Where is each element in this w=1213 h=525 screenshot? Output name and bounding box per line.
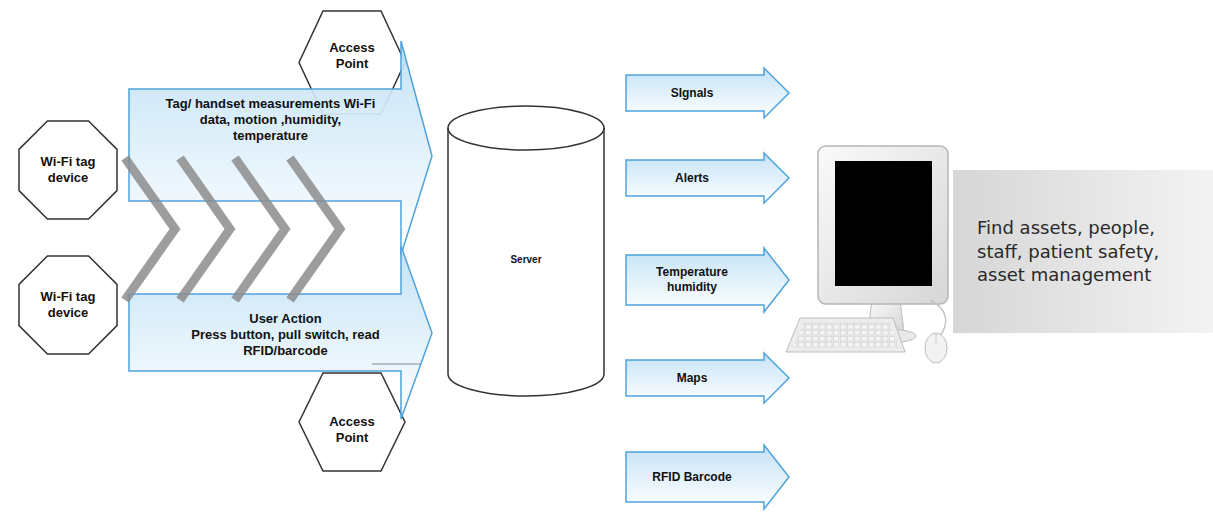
text-area: RFID Barcode — [633, 451, 751, 503]
output-arrow: Maps — [625, 352, 790, 404]
output-arrow: Temperature humidity — [625, 247, 790, 313]
leader-line — [372, 364, 420, 365]
summary-text: Find assets, people, staff, patient safe… — [977, 216, 1203, 286]
node-label: Alerts — [675, 171, 709, 186]
node-label: RFID Barcode — [652, 470, 731, 485]
text-area: Tag/ handset measurements Wi-Fi data, mo… — [163, 92, 378, 148]
chevron — [125, 158, 175, 300]
text-area: Find assets, people, staff, patient safe… — [977, 180, 1203, 323]
tag-device-octagon: Wi-Fi tag device — [18, 255, 118, 355]
node-label: Wi-Fi tag device — [26, 289, 110, 322]
node-label: Press button, pull switch, read RFID/bar… — [178, 327, 393, 360]
node-label: Access Point — [316, 414, 388, 447]
node-label: Server — [510, 254, 541, 267]
text-area: User ActionPress button, pull switch, re… — [178, 303, 393, 367]
server-cylinder-outline — [447, 105, 605, 397]
node-label: Access Point — [316, 40, 388, 73]
server-cylinder: Server — [447, 105, 605, 397]
text-area: Alerts — [633, 159, 751, 197]
output-arrow: Alerts — [625, 152, 790, 204]
flow-heading: User Action — [249, 311, 321, 327]
text-area: Server — [467, 225, 585, 295]
summary-panel: Find assets, people, staff, patient safe… — [953, 170, 1213, 333]
output-arrow-outline — [625, 352, 790, 404]
text-area: Wi-Fi tag device — [26, 140, 110, 200]
chevron — [290, 158, 340, 300]
text-area: Access Point — [316, 408, 388, 452]
node-label: Wi-Fi tag device — [26, 154, 110, 187]
text-area: Temperature humidity — [633, 254, 751, 306]
text-area: Maps — [633, 359, 751, 397]
tag-device-octagon: Wi-Fi tag device — [18, 120, 118, 220]
output-arrow: RFID Barcode — [625, 444, 790, 510]
node-label: Temperature humidity — [633, 265, 751, 295]
node-label: SIgnals — [671, 86, 714, 101]
node-label: Tag/ handset measurements Wi-Fi data, mo… — [163, 96, 378, 145]
output-arrow: SIgnals — [625, 67, 790, 119]
text-area: Access Point — [316, 34, 388, 78]
text-area: SIgnals — [633, 74, 751, 112]
chevron — [180, 158, 230, 300]
data-flow-arrow: User ActionPress button, pull switch, re… — [128, 245, 433, 420]
access-point-hexagon: Access Point — [298, 372, 406, 472]
text-area: Wi-Fi tag device — [26, 275, 110, 335]
chevron — [235, 158, 285, 300]
node-label: Maps — [677, 371, 708, 386]
